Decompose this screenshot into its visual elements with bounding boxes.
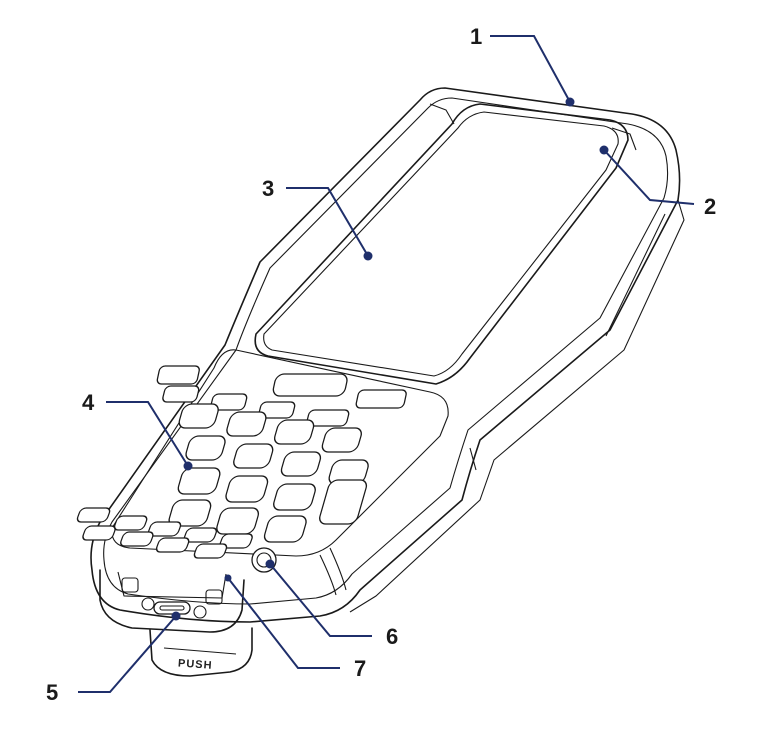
key bbox=[210, 393, 248, 411]
key bbox=[178, 403, 219, 429]
key bbox=[273, 419, 315, 445]
key bbox=[355, 389, 407, 409]
key bbox=[113, 515, 148, 531]
callout-number: 4 bbox=[82, 390, 95, 415]
callout-1: 1 bbox=[470, 24, 575, 107]
key bbox=[155, 537, 190, 553]
key bbox=[225, 475, 269, 503]
callout-number: 3 bbox=[262, 176, 274, 201]
key bbox=[226, 411, 267, 437]
small-keys bbox=[76, 507, 253, 559]
key bbox=[306, 409, 350, 427]
callout-number: 7 bbox=[354, 656, 366, 681]
key bbox=[219, 533, 253, 549]
key bbox=[280, 451, 322, 477]
callout-2: 2 bbox=[599, 145, 716, 219]
key bbox=[193, 543, 228, 559]
number-keys bbox=[168, 403, 369, 543]
callout-number: 5 bbox=[46, 680, 58, 705]
key bbox=[120, 531, 154, 547]
key bbox=[76, 507, 111, 523]
key bbox=[156, 365, 200, 385]
key bbox=[168, 499, 212, 527]
key bbox=[185, 435, 226, 461]
callout-4: 4 bbox=[82, 390, 193, 471]
key bbox=[183, 527, 218, 543]
key bbox=[272, 373, 348, 397]
key bbox=[82, 525, 116, 541]
bottom-connector: PUSH bbox=[99, 569, 253, 677]
key bbox=[319, 479, 368, 525]
key bbox=[177, 467, 221, 495]
key bbox=[263, 515, 307, 543]
callout-7: 7 bbox=[224, 574, 366, 681]
key bbox=[216, 507, 260, 535]
key bbox=[233, 443, 274, 469]
key bbox=[147, 521, 182, 537]
key bbox=[273, 483, 316, 511]
push-label: PUSH bbox=[178, 657, 213, 671]
callout-number: 2 bbox=[704, 194, 716, 219]
callout-5: 5 bbox=[46, 611, 181, 705]
callout-number: 1 bbox=[470, 24, 482, 49]
callout-number: 6 bbox=[386, 624, 398, 649]
callout-6: 6 bbox=[265, 559, 398, 649]
device-body bbox=[90, 87, 685, 623]
key bbox=[162, 385, 200, 403]
key bbox=[258, 401, 296, 419]
callout-3: 3 bbox=[262, 176, 373, 261]
keypad bbox=[76, 349, 449, 559]
screen bbox=[254, 103, 629, 385]
key bbox=[321, 427, 362, 453]
